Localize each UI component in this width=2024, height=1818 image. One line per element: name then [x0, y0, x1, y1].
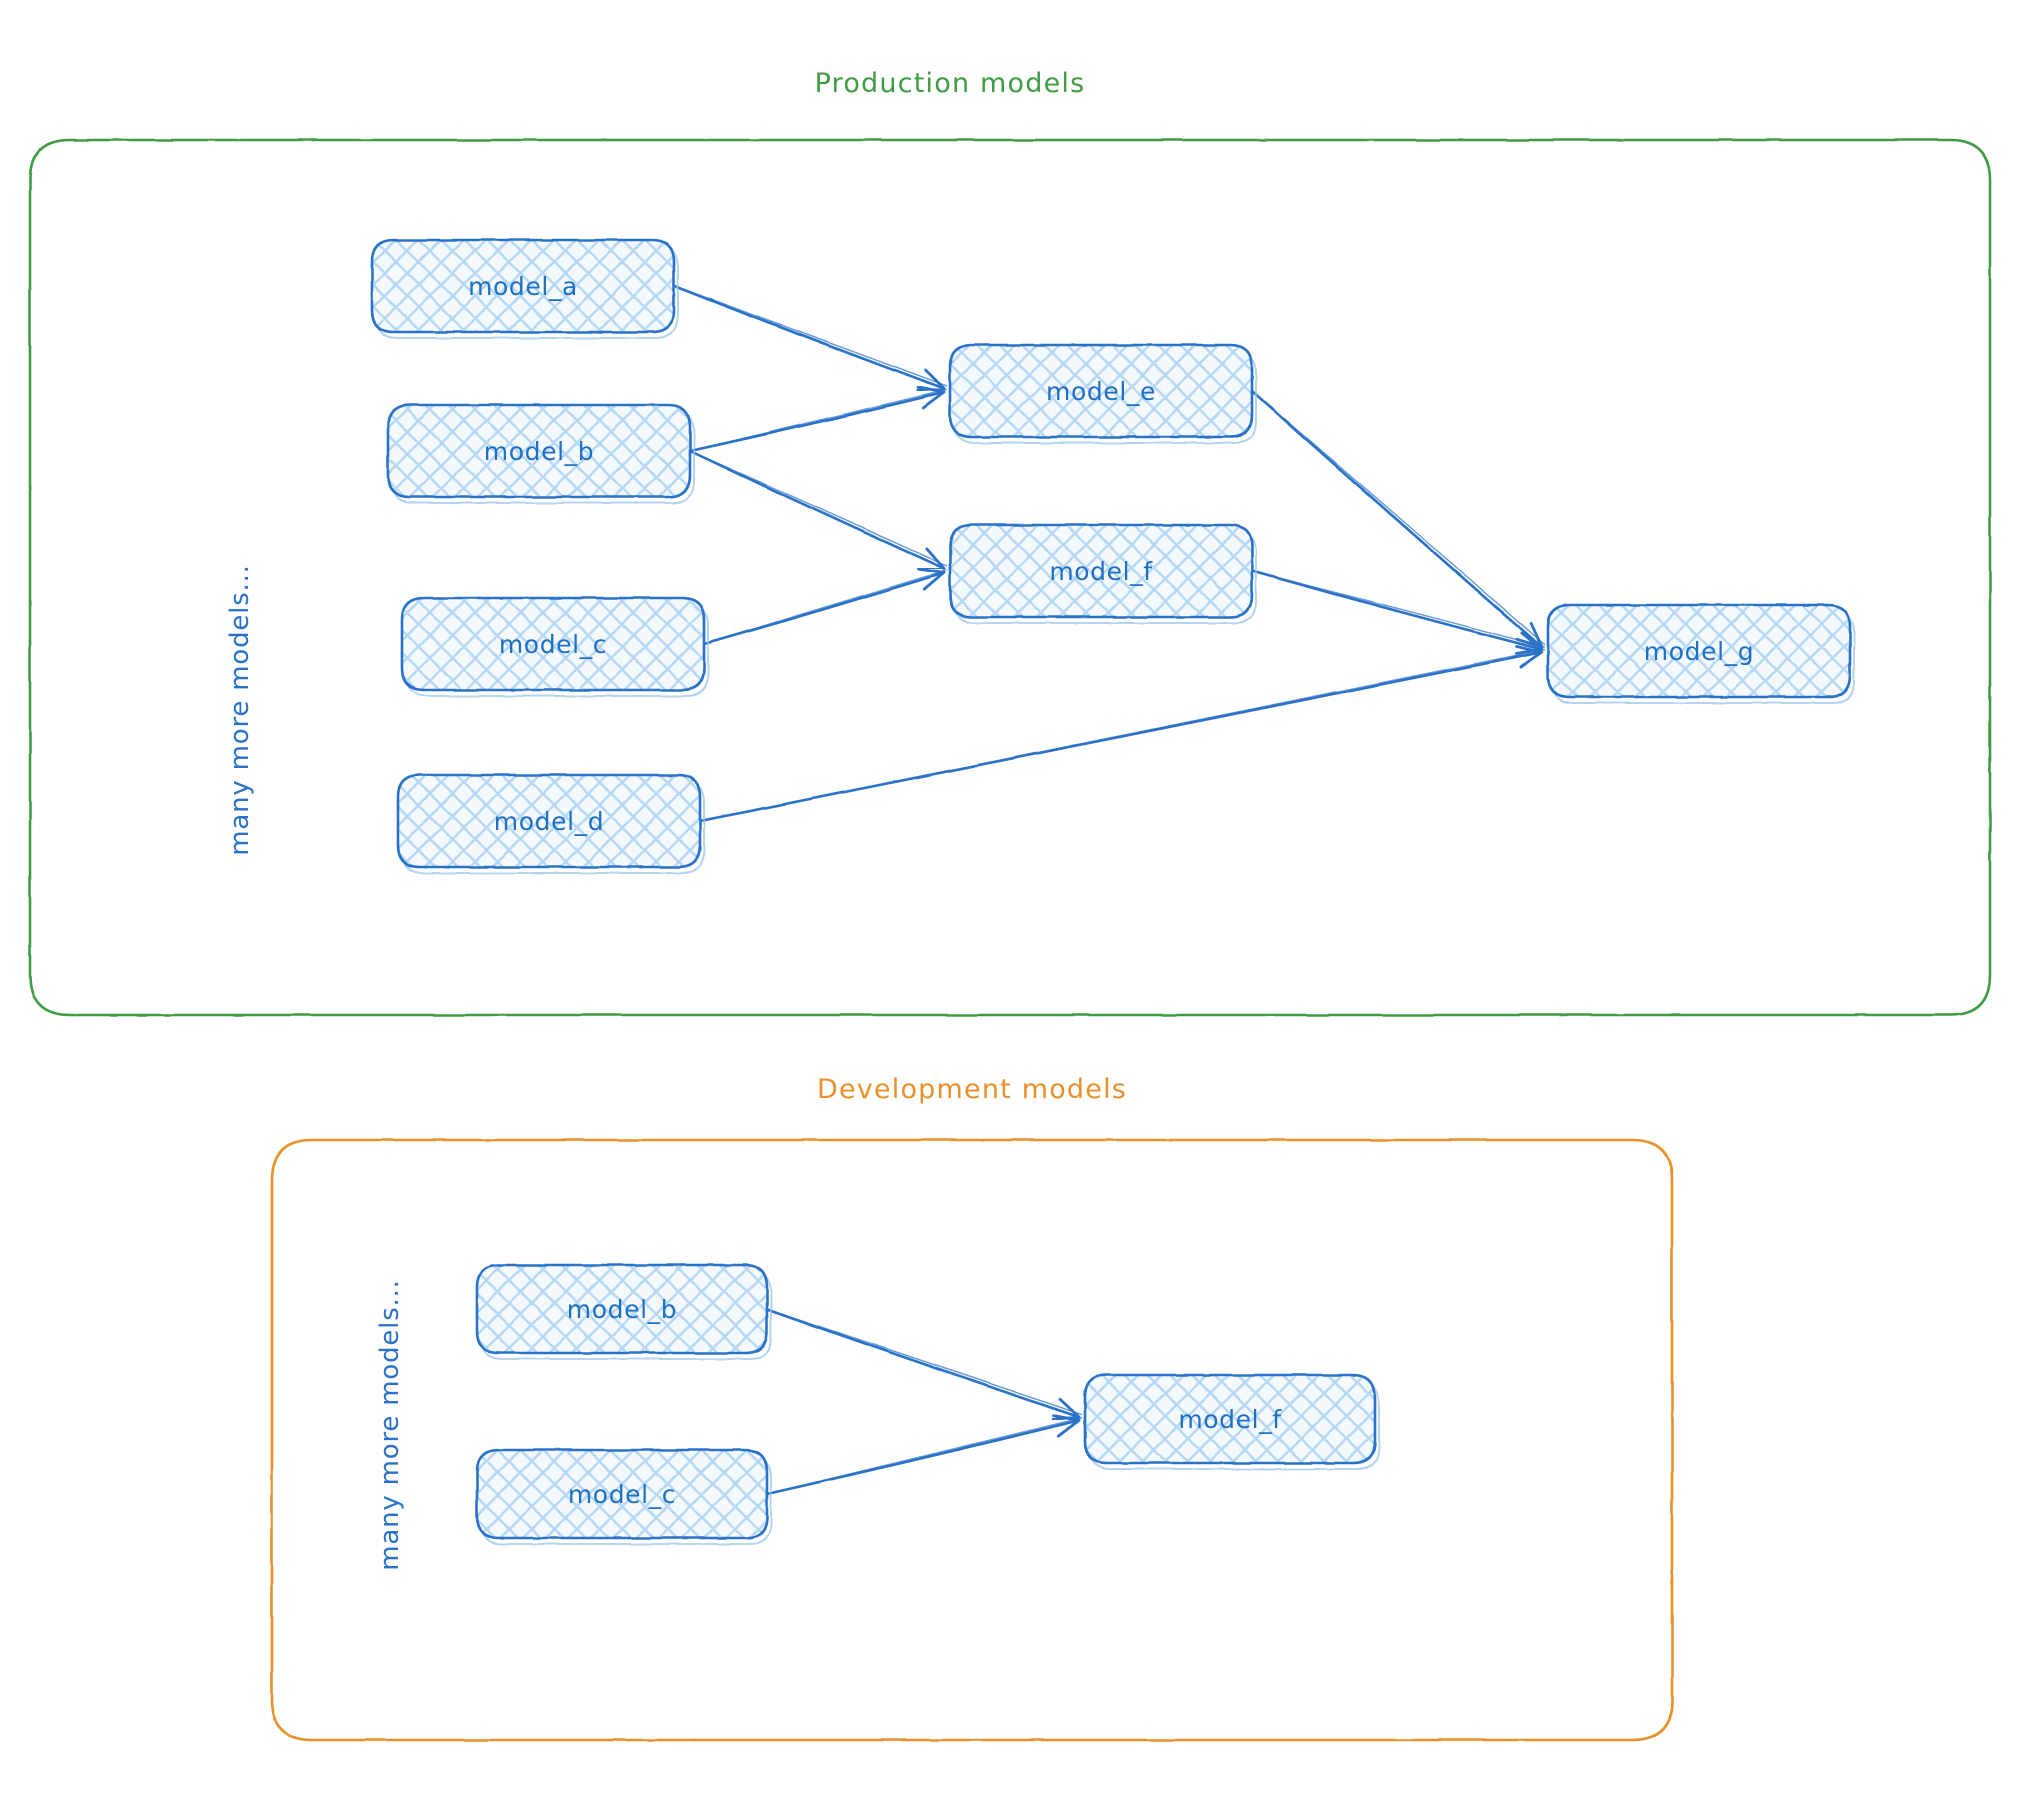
node-fill-dev_model_c: [477, 1450, 767, 1538]
arrowhead-stroke-0: [922, 571, 946, 592]
node-border-model_f: [948, 523, 1254, 619]
edge-line: [1251, 390, 1546, 646]
group-border-development: [270, 1138, 1674, 1742]
node-fill-model_e: [950, 345, 1252, 437]
edge-line: [765, 1307, 1081, 1419]
node-label-model_a: model_a: [468, 272, 578, 301]
labels-layer: Production models many more models... Deve…: [225, 68, 1127, 1571]
edge-model_b-to-model_f: [688, 449, 948, 570]
node-dev_model_f[interactable]: model_f: [1083, 1373, 1380, 1470]
edge-line: [766, 1308, 1083, 1416]
node-model_d[interactable]: model_d: [396, 773, 705, 874]
edge-model_b-to-model_e: [688, 385, 948, 453]
node-fill-model_c: [402, 598, 704, 690]
edge-dev_model_c-to-dev_model_f: [765, 1414, 1083, 1496]
arrowhead-stroke-1: [916, 567, 946, 575]
group-border-production: [28, 138, 1992, 1017]
arrowhead-stroke-1: [1529, 622, 1544, 649]
node-border-model_e: [948, 343, 1254, 439]
node-fill-dev_model_f: [1085, 1375, 1375, 1463]
nodes-layer: model_a model_b model_c model_d model_emodel…: [370, 238, 1855, 1545]
edge-line: [673, 285, 948, 388]
arrowhead-stroke-1: [1515, 645, 1544, 654]
arrowhead-stroke-0: [921, 390, 946, 410]
node-label-model_g: model_g: [1644, 637, 1754, 666]
arrowhead-stroke-1: [925, 547, 946, 570]
node-fill-model_f: [950, 525, 1252, 617]
node-model_e[interactable]: model_e: [948, 343, 1257, 444]
group-title-production: Production models: [815, 68, 1086, 99]
node-label-dev_model_f: model_f: [1178, 1405, 1282, 1434]
node-model_c[interactable]: model_c: [400, 596, 709, 697]
node-model_b[interactable]: model_b: [386, 403, 695, 504]
node-fill-model_a: [372, 240, 674, 332]
node-fill-dev_model_b: [477, 1265, 767, 1353]
arrowhead-stroke-0: [1519, 650, 1544, 669]
group-title-development: Development models: [817, 1074, 1127, 1105]
arrowhead-stroke-1: [1052, 1414, 1081, 1422]
node-label-model_d: model_d: [494, 807, 604, 836]
node-label-model_c: model_c: [499, 630, 607, 659]
edge-line: [703, 569, 948, 645]
node-border-dev_model_f: [1083, 1373, 1377, 1465]
node-fill-model_d: [398, 775, 700, 867]
node-label-model_e: model_e: [1046, 377, 1156, 406]
node-label-model_b: model_b: [484, 437, 594, 466]
edge-model_c-to-model_f: [702, 567, 948, 646]
edge-line: [688, 449, 946, 570]
node-border-model_b: [386, 403, 692, 499]
node-dev_model_c[interactable]: model_c: [475, 1448, 772, 1545]
side-label-many-more-models-development: many more models...: [375, 1279, 405, 1571]
arrowhead-stroke-1: [924, 369, 946, 391]
edge-line: [1250, 569, 1544, 651]
node-border-model_a: [370, 238, 676, 334]
edge-model_d-to-model_g: [698, 645, 1546, 823]
edges-layer: [672, 284, 1546, 1496]
edge-line: [689, 389, 948, 452]
node-model_f[interactable]: model_f: [948, 523, 1257, 624]
group-container-production: [28, 138, 1992, 1017]
arrowhead-stroke-0: [1056, 1418, 1081, 1438]
node-border-dev_model_c: [475, 1448, 769, 1540]
arrowhead-stroke-1: [1058, 1397, 1081, 1419]
edge-dev_model_b-to-dev_model_f: [765, 1307, 1083, 1421]
edge-line: [1251, 570, 1546, 648]
node-border-model_g: [1546, 603, 1852, 699]
edge-line: [689, 450, 948, 567]
edge-line: [1250, 389, 1544, 649]
node-fill-model_b: [388, 405, 690, 497]
edge-line: [766, 1417, 1083, 1495]
node-label-dev_model_c: model_c: [568, 1480, 676, 1509]
node-fill-model_g: [1548, 605, 1850, 697]
node-model_g[interactable]: model_g: [1546, 603, 1855, 704]
node-border-dev_model_b: [475, 1263, 769, 1355]
edge-line: [672, 284, 946, 391]
node-border-model_d: [396, 773, 702, 869]
node-label-dev_model_b: model_b: [567, 1295, 677, 1324]
group-container-development: [270, 1138, 1674, 1742]
node-model_a[interactable]: model_a: [370, 238, 679, 339]
side-label-many-more-models-production: many more models...: [225, 564, 255, 856]
arrowhead-stroke-1: [1520, 631, 1544, 651]
group-containers-layer: [28, 138, 1992, 1742]
node-border-model_c: [400, 596, 706, 692]
arrowhead-stroke-1: [917, 385, 946, 394]
edge-line: [699, 648, 1546, 822]
node-label-model_f: model_f: [1049, 557, 1153, 586]
node-dev_model_b[interactable]: model_b: [475, 1263, 772, 1360]
edge-model_a-to-model_e: [672, 284, 948, 392]
